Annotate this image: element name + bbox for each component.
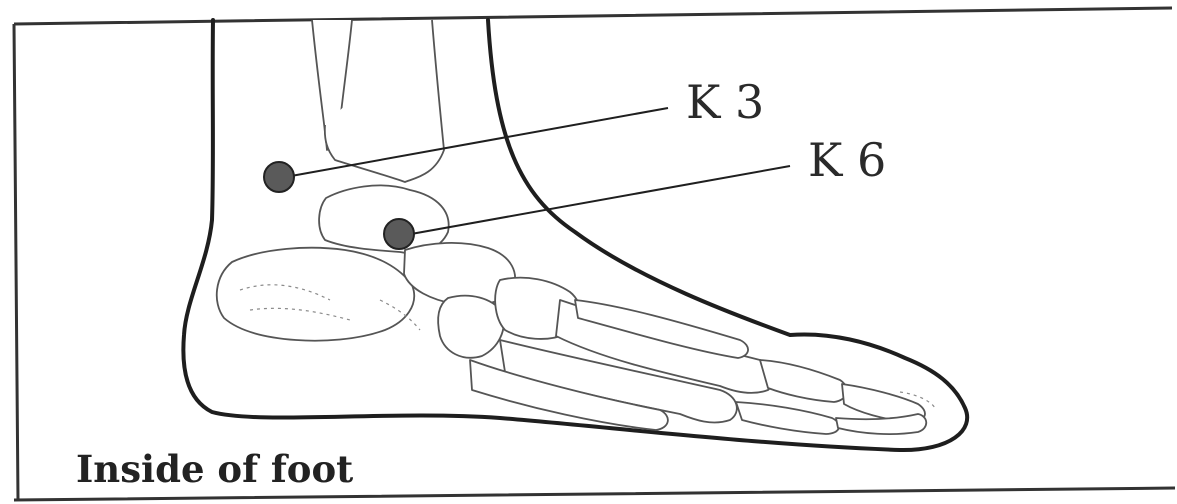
leader-line-k6 — [400, 166, 790, 236]
point-marker-k6 — [384, 219, 414, 249]
leg-bones — [312, 20, 444, 182]
point-marker-k3 — [264, 162, 294, 192]
toe-bones — [736, 360, 935, 434]
tarsal-bones — [217, 185, 580, 357]
point-label-k6: K 6 — [808, 133, 886, 187]
point-label-k3: K 3 — [686, 75, 764, 129]
figure-caption: Inside of foot — [76, 447, 353, 491]
acupoint-k6: K 6 — [384, 133, 886, 249]
